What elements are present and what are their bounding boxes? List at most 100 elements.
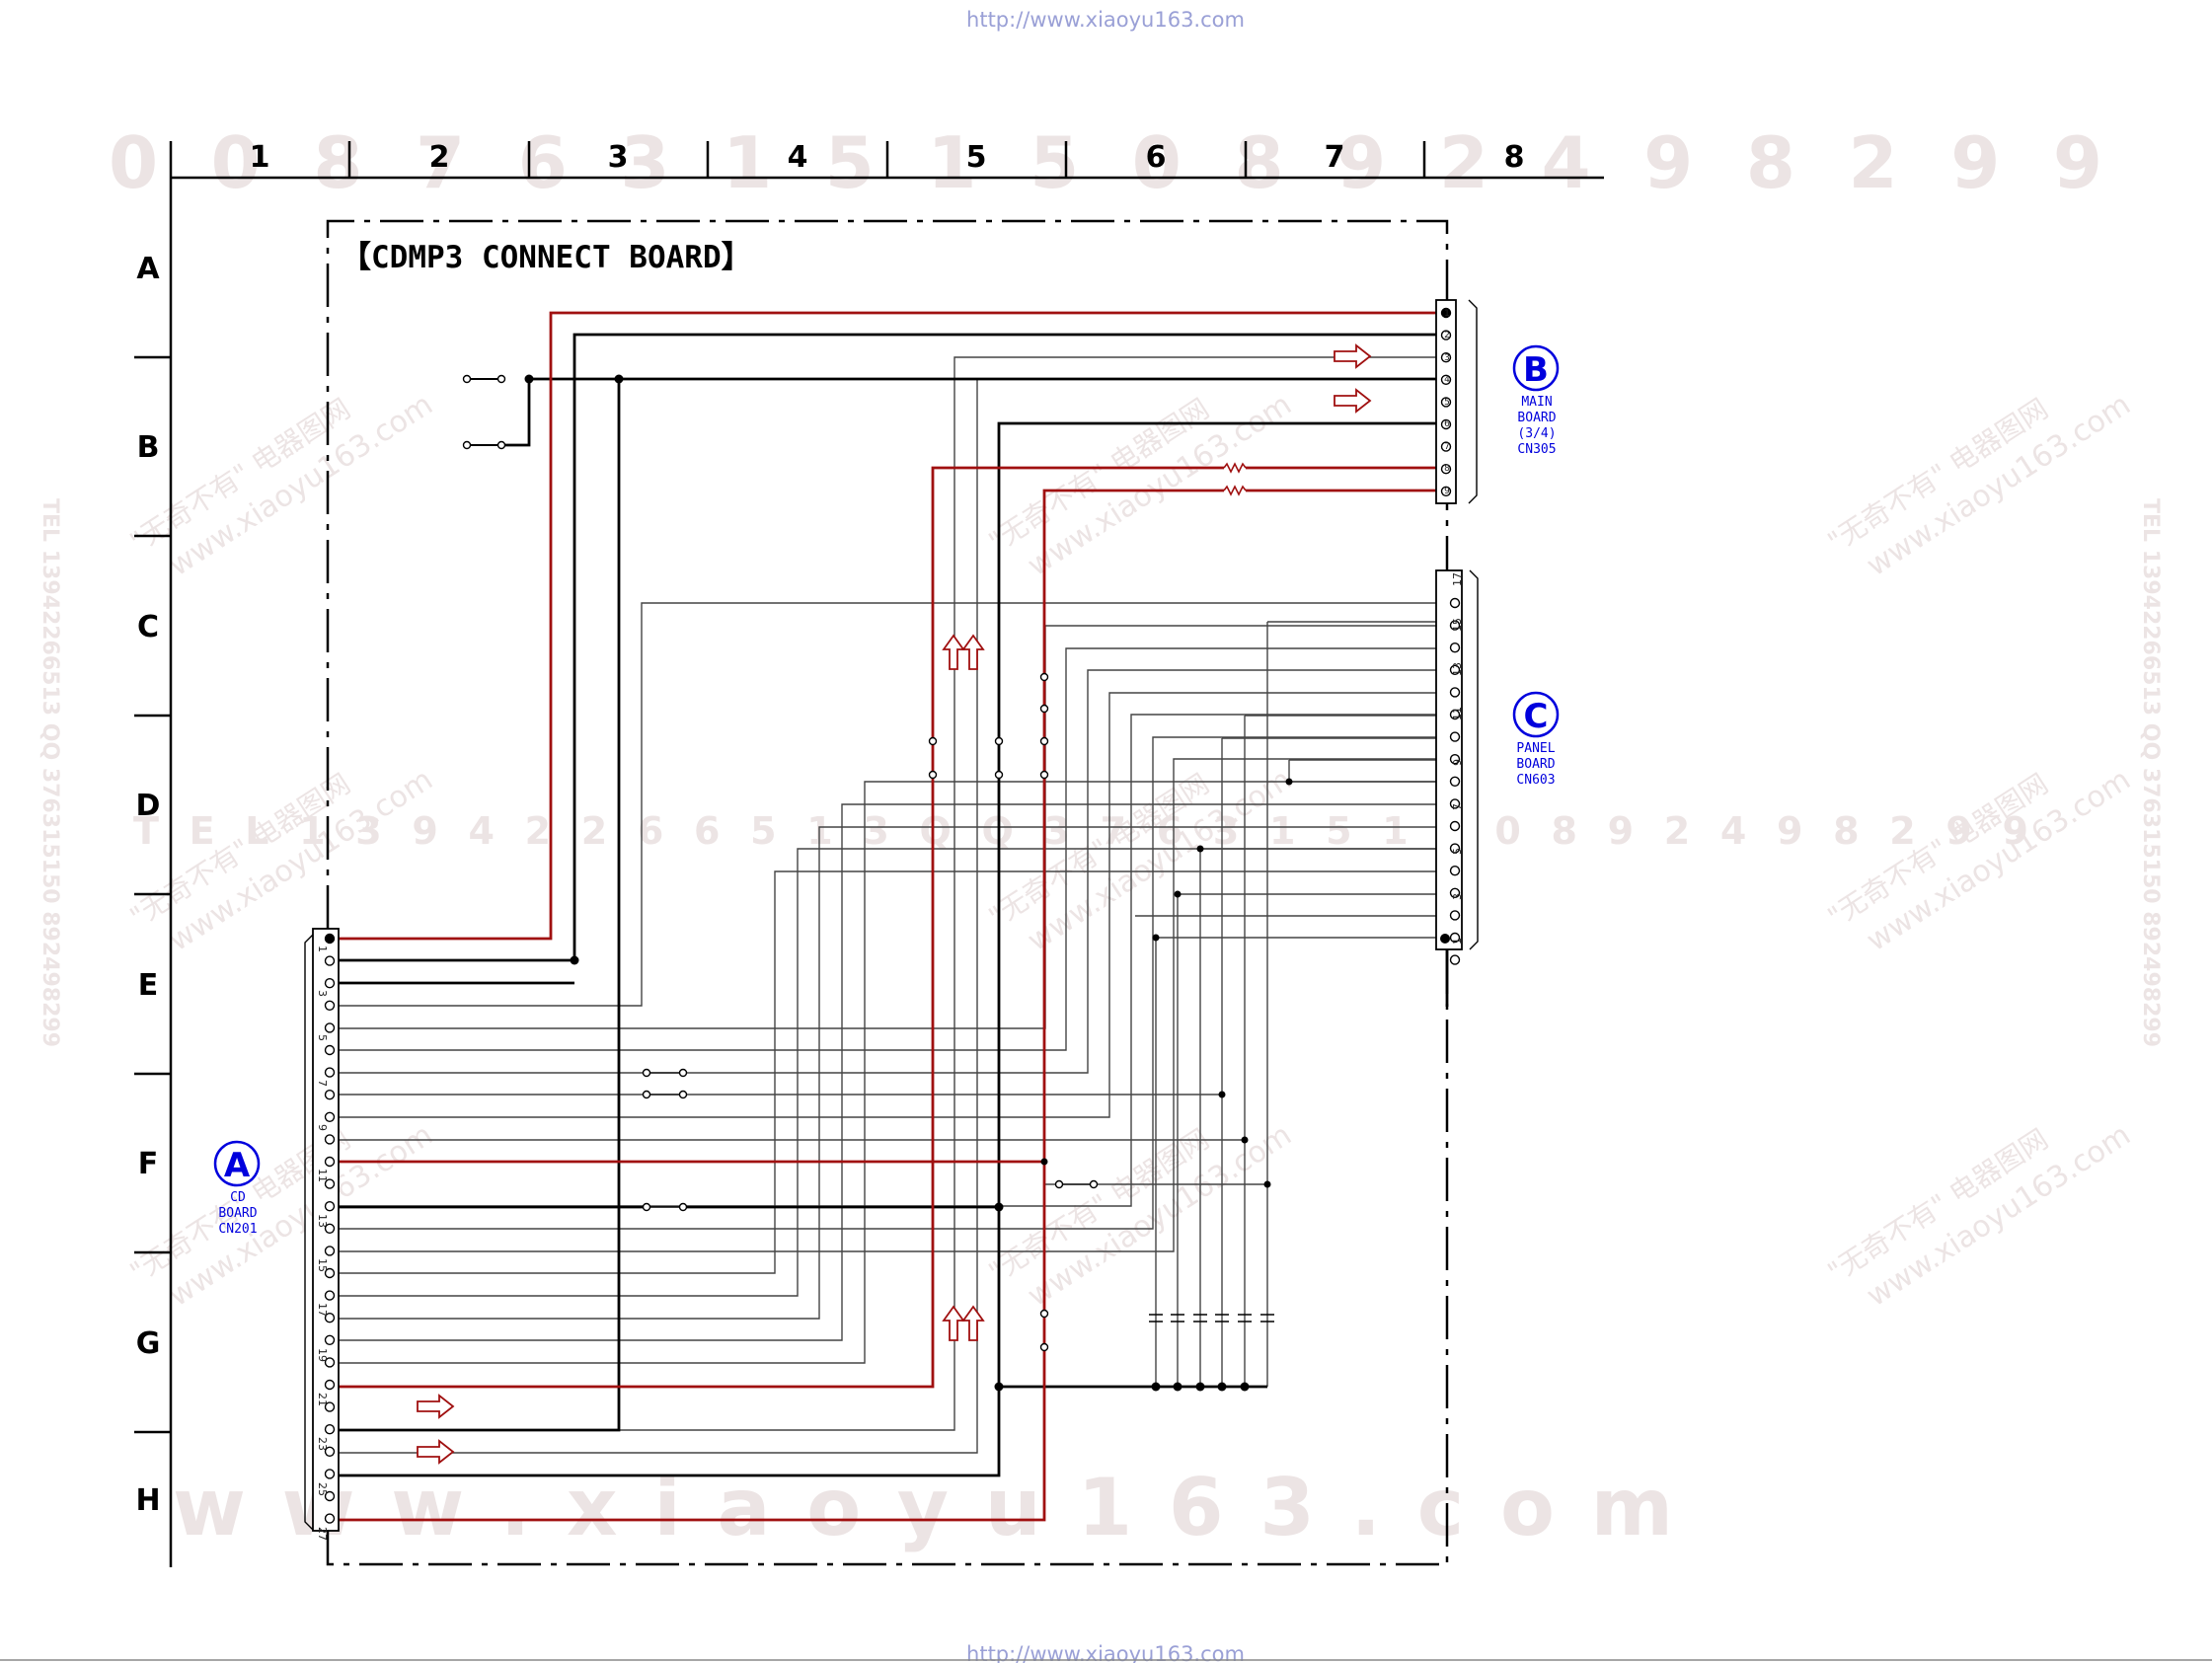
pin-label: 9 [1451,759,1464,766]
connector-b-line: MAIN [1521,395,1552,410]
grid-frame [134,141,1604,1567]
up-arrow-icon [942,634,965,670]
cn603-pins [1440,597,1461,965]
connector-pin [324,978,336,989]
connector-b-circle-icon [1512,344,1560,392]
wire-red-cn201-1-cn305-1 [339,311,1439,941]
connector-b-line: BOARD [1517,411,1556,425]
connector-pin [324,1000,336,1011]
pin-label: 11 [1451,707,1464,720]
wire-cn201-16 [339,758,1455,1252]
column-label: 6 [1146,140,1167,175]
watermark-bottom-text: w w w . x i a o y u 1 6 3 . c o m [173,1462,1673,1553]
connector-b-line: (3/4) [1517,426,1556,441]
connector-pin [1449,932,1461,944]
resistor-r2 [1223,485,1247,496]
capacitor-c3 [1193,1314,1207,1323]
junction-dot [1263,1180,1271,1188]
connector-a-badge: A CD BOARD CN201 [213,1140,261,1237]
footer-url-link[interactable]: http://www.xiaoyu163.com [966,1642,1245,1663]
connector-pin [324,1423,336,1435]
wire-cn201-21 [339,781,1455,1364]
pin-label: 5 [1444,398,1450,408]
wire-switch-top [503,379,531,447]
cn305-pins [1440,307,1452,496]
connector-pin [1449,643,1461,653]
pin-label: 21 [316,1393,329,1406]
switch-contact [642,1090,651,1099]
junctions [524,374,1293,1392]
connector-pin [1440,441,1452,452]
wire-cn201-26-cn305-6 [339,421,1439,1477]
wire-cn603-9b [1221,737,1455,1387]
pin-label: 15 [1451,618,1464,632]
pin-label: 3 [316,990,329,997]
connector-pin [324,1401,336,1412]
row-labels: A B C D E F G H [135,252,160,1518]
board-title: 【CDMP3 CONNECT BOARD】 [341,240,752,275]
connector-pin [324,1200,336,1212]
connector-pin [1449,597,1461,609]
connector-pin [324,1022,336,1033]
wire-cn201-24 [339,356,1439,1431]
connector-c-letter: C [1524,697,1549,736]
switch-contact [678,1090,688,1099]
switch-contact [1054,1179,1064,1189]
pin-label: 19 [316,1348,329,1362]
connector-c-badge: C PANEL BOARD CN603 [1512,691,1560,788]
test-point [1039,704,1049,714]
connector-cn305 [1435,299,1478,504]
switch-contact [496,374,506,384]
connector-pin [324,1089,336,1100]
wire-cn201-18 [339,848,1455,1297]
switch-contact [1089,1179,1099,1189]
connector-pin [1449,843,1461,854]
test-point [1039,672,1049,682]
right-arrow-icon [1334,388,1372,414]
column-dividers [347,141,1426,178]
pin-label: 15 [316,1258,329,1272]
switch-contact [678,1202,688,1212]
switch-contact [462,440,472,450]
wire-cn201-19 [339,826,1455,1320]
watermark-layer: 0 0 8 7 6 3 1 5 1 5 0 8 9 2 4 9 8 2 9 9 … [38,121,2163,1553]
switch-link [467,378,501,446]
column-label: 7 [1325,140,1345,175]
capacitors [1149,1314,1274,1323]
switch-contact [642,1202,651,1212]
connector-c-circle-icon [1512,691,1560,738]
connector-a-circle-icon [213,1140,261,1187]
resistors [1223,462,1247,496]
pin-label: 4 [1444,375,1450,385]
row-label: A [136,252,160,286]
connector-pin [324,1134,336,1145]
connector-b-line: CN305 [1517,442,1556,457]
black-wires [339,333,1449,1477]
pin-label: 17 [316,1303,329,1317]
up-arrow-icon [942,1305,965,1341]
capacitor-c1 [1149,1314,1163,1323]
switch-contact [642,1068,651,1078]
capacitor-c6 [1260,1314,1274,1323]
pin-label: 1 [1444,309,1450,319]
connector-pin [324,933,336,945]
connector-pin [324,1044,336,1056]
wire-cn603-10b [1244,715,1455,1387]
pin-label: 2 [1444,331,1450,340]
wire-cn201-2-cn305-2 [339,333,1439,962]
wire-cn201-15 [339,736,1455,1230]
connector-bracket [304,934,314,1531]
junction-dot [1240,1382,1250,1392]
test-point [928,770,938,780]
junction-dot [1151,1382,1161,1392]
connector-pin [324,1490,336,1502]
pin-label: 1 [316,945,329,952]
connector-pin [1440,418,1452,430]
connector-b-badge: B MAIN BOARD (3/4) CN305 [1512,344,1560,457]
connector-pin [324,1246,336,1256]
wire-cn603-7 [1199,848,1455,1387]
header-url-link[interactable]: http://www.xiaoyu163.com [966,8,1245,32]
capacitor-c2 [1171,1314,1184,1323]
